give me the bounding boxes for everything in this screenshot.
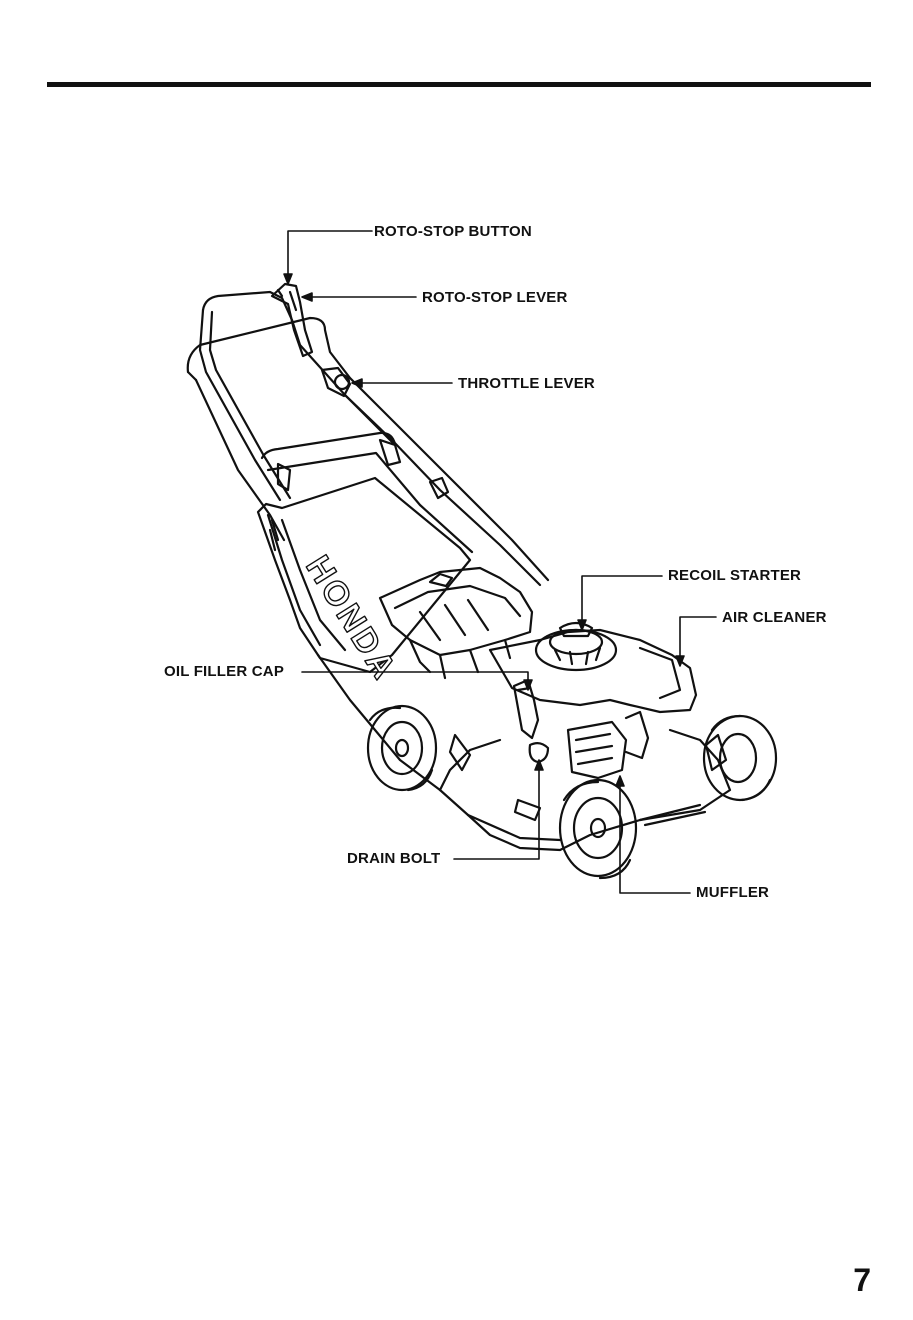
engine-body — [490, 630, 696, 712]
muffler-shape — [568, 722, 626, 778]
label-throttle-lever: THROTTLE LEVER — [458, 376, 595, 392]
wheel-rear-left — [368, 706, 436, 790]
label-roto-stop-button: ROTO-STOP BUTTON — [374, 224, 532, 240]
label-oil-filler-cap: OIL FILLER CAP — [164, 664, 284, 680]
label-drain-bolt: DRAIN BOLT — [347, 851, 440, 867]
label-roto-stop-lever: ROTO-STOP LEVER — [422, 290, 568, 306]
wheel-front-left — [560, 780, 636, 876]
leader-lines — [284, 231, 716, 893]
label-recoil-starter: RECOIL STARTER — [668, 568, 801, 584]
throttle-lever-knob — [335, 375, 349, 389]
page-number: 7 — [853, 1262, 871, 1299]
label-air-cleaner: AIR CLEANER — [722, 610, 827, 626]
label-muffler: MUFFLER — [696, 885, 769, 901]
